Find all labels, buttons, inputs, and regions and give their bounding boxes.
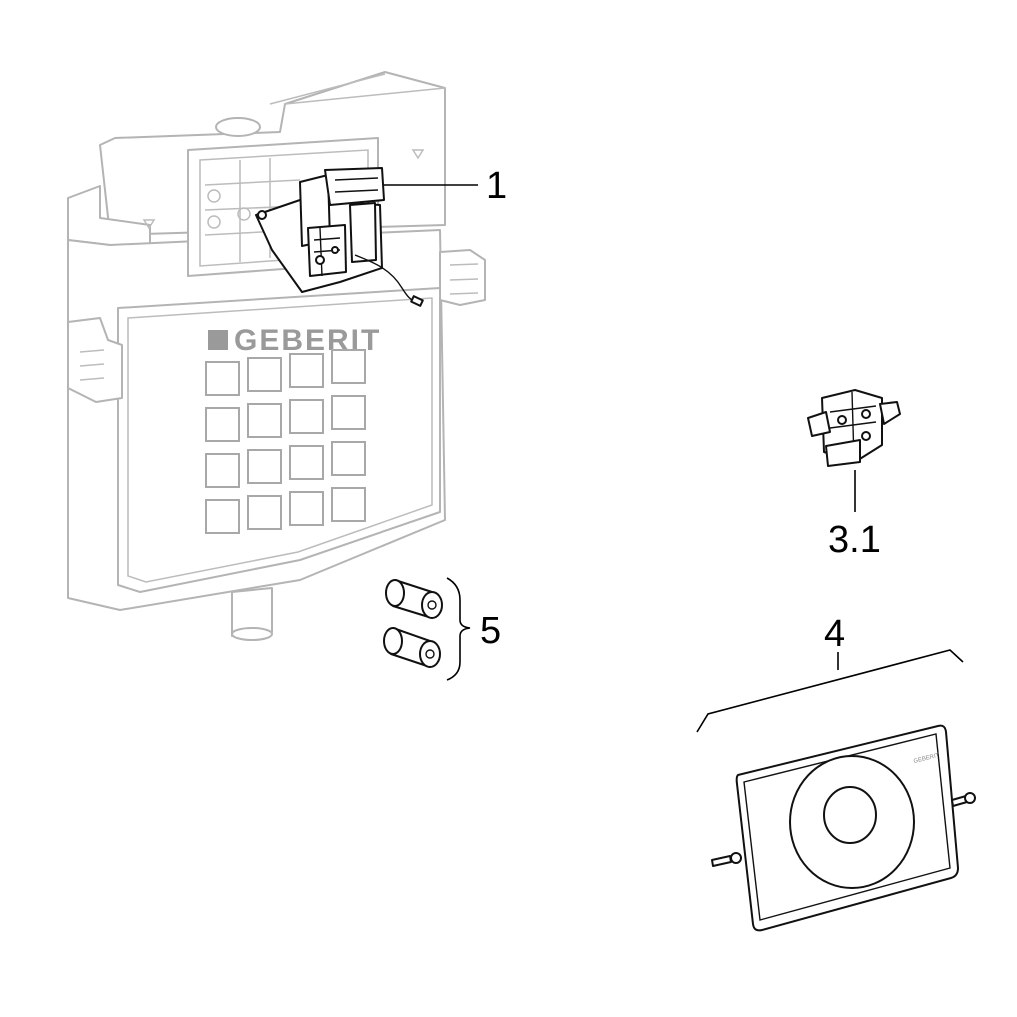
fixing-screw-left xyxy=(711,852,742,867)
part-5-plugs xyxy=(383,579,443,668)
fixing-screw-right xyxy=(951,792,976,807)
plug-upper xyxy=(385,579,443,619)
bracket-5 xyxy=(446,577,471,681)
bracket-4 xyxy=(696,649,964,733)
concealed-cistern: GEBERIT xyxy=(67,71,486,641)
geberit-logo-square-icon xyxy=(208,330,228,350)
callout-3-1: 3.1 xyxy=(828,519,881,561)
part-1-actuation-mechanism xyxy=(255,167,424,307)
plug-lower xyxy=(383,627,441,668)
callout-1: 1 xyxy=(486,165,507,207)
callout-4: 4 xyxy=(824,613,845,655)
part-3-1-actuator-module xyxy=(807,389,901,467)
part-4-flush-plate: GEBERIT xyxy=(735,724,959,932)
callout-5: 5 xyxy=(480,610,501,652)
cistern-tile-grid xyxy=(205,349,366,534)
flush-button-center xyxy=(823,786,877,844)
